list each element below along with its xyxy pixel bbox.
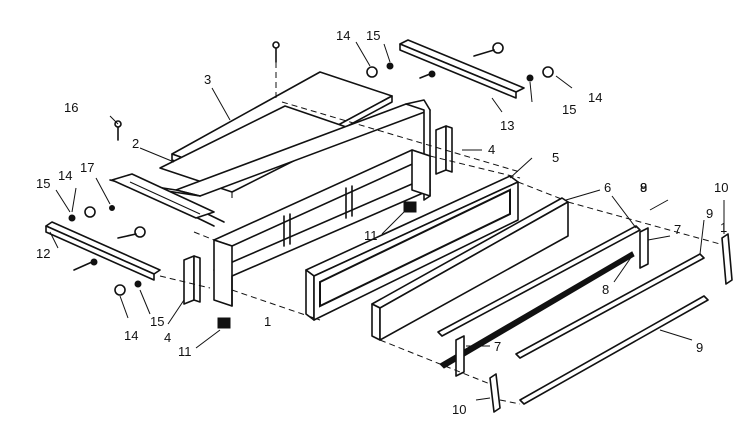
callout-10: 10 [452, 402, 466, 417]
callout-2: 2 [132, 136, 139, 151]
callout-1: 1 [720, 220, 727, 235]
callout-9: 9 [640, 180, 647, 195]
callout-14: 14 [58, 168, 72, 183]
slide-rail-part [437, 225, 641, 369]
rail-bracket-part [455, 227, 649, 377]
callout-8: 8 [640, 180, 647, 195]
callout-17: 17 [80, 160, 94, 175]
callout-1: 1 [264, 314, 271, 329]
runner-part [515, 253, 709, 405]
drawer-front-part [305, 175, 519, 321]
callout-9: 9 [706, 206, 713, 221]
callout-11: 11 [364, 228, 378, 243]
callout-15: 15 [150, 314, 164, 329]
callout-15: 15 [36, 176, 50, 191]
callout-4: 4 [488, 142, 495, 157]
leader-lines [49, 41, 725, 401]
callout-6: 6 [604, 180, 611, 195]
callout-15: 15 [366, 28, 380, 43]
foot-part [217, 201, 417, 329]
callout-11: 11 [178, 344, 192, 359]
callout-labels: 1 1 2 3 4 4 5 6 7 7 8 8 9 9 9 10 10 11 1… [36, 28, 728, 417]
callout-4: 4 [164, 330, 171, 345]
end-clip-part [489, 233, 733, 413]
left-bracket-part [45, 221, 161, 281]
callout-9: 9 [696, 340, 703, 355]
callout-14: 14 [588, 90, 602, 105]
callout-10: 10 [714, 180, 728, 195]
callout-7: 7 [494, 339, 501, 354]
alignment-lines [159, 101, 721, 405]
callout-7: 7 [674, 222, 681, 237]
callout-13: 13 [500, 118, 514, 133]
drawer-panel-part [371, 197, 569, 341]
callout-14: 14 [336, 28, 350, 43]
callout-12: 12 [36, 246, 50, 261]
callout-15: 15 [562, 102, 576, 117]
callout-16: 16 [64, 100, 78, 115]
callout-5: 5 [552, 150, 559, 165]
right-bracket-part [399, 39, 525, 99]
callout-3: 3 [204, 72, 211, 87]
callout-8: 8 [602, 282, 609, 297]
callout-14: 14 [124, 328, 138, 343]
slotted-strip-part [111, 173, 215, 219]
bolts-hardware [68, 41, 554, 296]
